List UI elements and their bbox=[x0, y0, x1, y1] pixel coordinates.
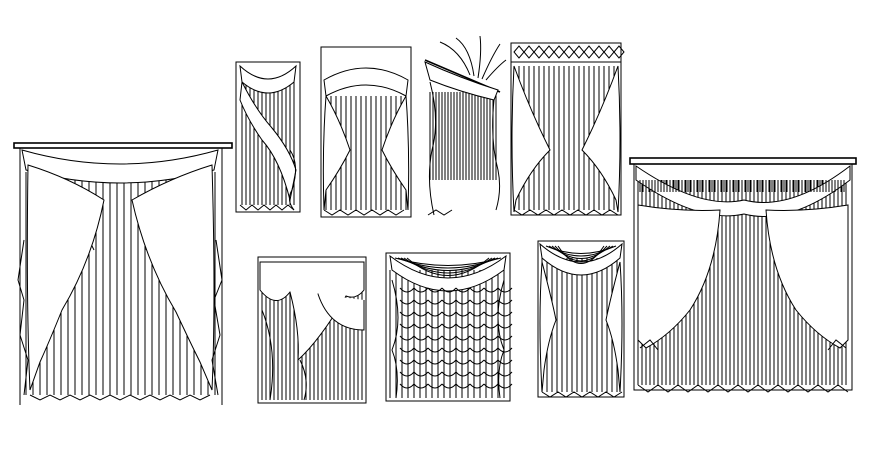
curtain-scalloped bbox=[257, 256, 367, 404]
curtain-large-right bbox=[629, 157, 857, 393]
curtain-large-left bbox=[13, 142, 233, 405]
curtain-austrian bbox=[385, 252, 513, 402]
curtain-small-swag bbox=[537, 240, 625, 398]
curtain-tall-swag bbox=[235, 61, 301, 213]
curtain-arched-valance bbox=[320, 46, 412, 218]
curtain-diamond-pelmet bbox=[510, 42, 625, 216]
curtain-asymmetric-tieback bbox=[424, 35, 507, 216]
